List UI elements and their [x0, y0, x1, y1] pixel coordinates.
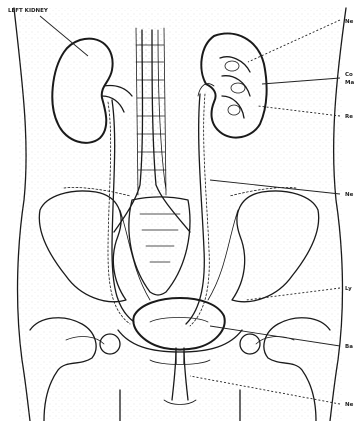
label-bladder: Ba — [345, 344, 353, 350]
label-urethra: Ne — [345, 402, 354, 408]
torso-outline — [14, 8, 346, 421]
label-right-kidney: Ne — [345, 19, 354, 25]
label-ureter: Ne — [345, 192, 354, 198]
label-cortex: Co — [345, 72, 353, 78]
label-lymph: Ly — [345, 286, 352, 292]
label-left-kidney: LEFT KIDNEY — [8, 8, 49, 14]
label-renal-pelvis: Re — [345, 114, 353, 120]
label-medulla: Ma — [345, 80, 354, 86]
